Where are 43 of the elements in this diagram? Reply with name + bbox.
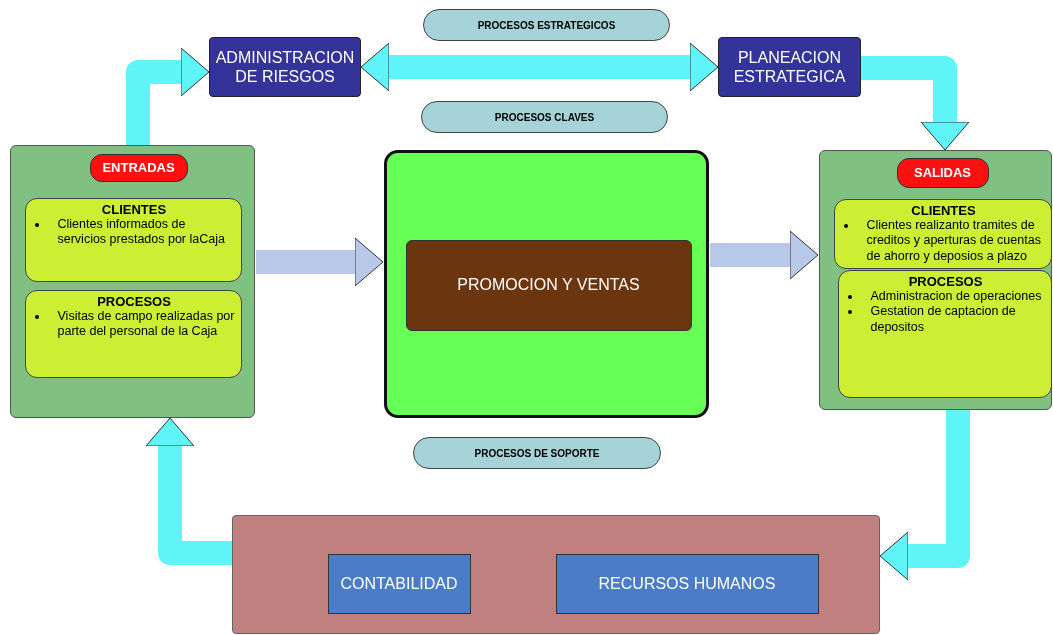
input-panel <box>10 145 255 418</box>
block-arrow <box>256 237 384 287</box>
box-label: PROCESOS DE SOPORTE <box>474 447 600 459</box>
box-heading: PROCESOS <box>97 293 171 309</box>
section-title <box>896 157 989 188</box>
info-box <box>24 289 242 378</box>
block-arrow <box>861 56 970 151</box>
process-box <box>555 553 819 614</box>
category-label <box>413 437 661 469</box>
process-box <box>718 37 861 97</box>
box-label: CONTABILIDAD <box>340 574 458 593</box>
bullet-item: Gestation de captacion de depositos <box>870 304 1016 334</box>
process-box <box>209 37 361 97</box>
box-label: ADMINISTRACION DE RIESGOS <box>214 47 356 87</box>
box-heading: CLIENTES <box>911 202 976 218</box>
box-label: ENTRADAS <box>102 160 175 175</box>
info-box <box>837 269 1052 398</box>
output-panel <box>819 150 1052 410</box>
box-heading: PROCESOS <box>908 273 983 289</box>
support-panel <box>232 515 880 634</box>
bullet-item: Administracion de operaciones <box>870 288 1042 303</box>
process-box <box>327 553 471 614</box>
bullet-item: Visitas de campo realizadas por parte del personal de la Caja <box>57 308 235 339</box>
block-arrow <box>879 410 970 581</box>
box-label: RECURSOS HUMANOS <box>598 574 776 593</box>
bullet-item: Clientes realizanto tramites de creditos y aperturas de cuentas de ahorro y deposios a plazo <box>866 217 1041 263</box>
box-label: PROCESOS CLAVES <box>494 111 595 123</box>
category-label <box>423 9 670 41</box>
info-box <box>24 197 242 282</box>
block-arrow <box>710 230 819 280</box>
box-label: PROCESOS ESTRATEGICOS <box>477 19 616 31</box>
block-arrow <box>360 42 719 92</box>
bullet-item: Clientes informados de servicios prestados por laCaja <box>57 216 225 247</box>
core-process-panel <box>384 150 709 418</box>
box-label: PLANEACION ESTRATEGICA <box>732 47 847 87</box>
section-title <box>89 153 188 182</box>
box-label: SALIDAS <box>913 165 972 180</box>
block-arrow <box>145 417 232 565</box>
info-box <box>833 198 1052 269</box>
box-heading: CLIENTES <box>101 201 167 217</box>
box-label: PROMOCION Y VENTAS <box>457 276 640 294</box>
process-box <box>405 239 692 331</box>
category-label <box>421 101 668 133</box>
